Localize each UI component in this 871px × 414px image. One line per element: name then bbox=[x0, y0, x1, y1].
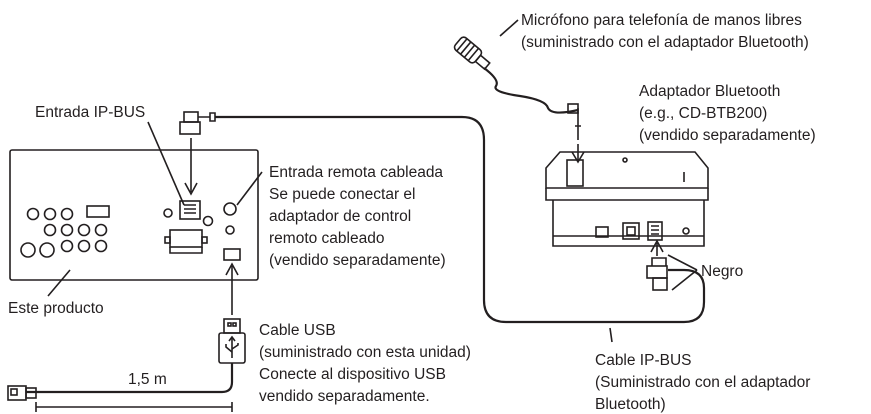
usb-cable-label-line2: (suministrado con esta unidad) bbox=[259, 344, 471, 361]
ipbus-cable bbox=[215, 115, 706, 324]
ipbus-connector-black bbox=[646, 257, 668, 291]
usb-cable-label-line4: vendido separadamente. bbox=[259, 388, 430, 405]
ipbus-cable-label-line3: Bluetooth) bbox=[595, 396, 666, 413]
head-unit-rear-panel bbox=[9, 149, 259, 281]
length-label: 1,5 m bbox=[128, 371, 167, 388]
microphone-cable bbox=[483, 67, 579, 114]
microphone bbox=[453, 36, 581, 140]
wired-remote-label-line4: remoto cableado bbox=[269, 230, 384, 247]
usb-cable-label-line3: Conecte al dispositivo USB bbox=[259, 366, 446, 383]
black-label: Negro bbox=[701, 263, 743, 280]
microphone-label-line2: (suministrado con el adaptador Bluetooth… bbox=[521, 34, 809, 51]
this-product-label: Este producto bbox=[8, 300, 104, 317]
usb-icon bbox=[225, 335, 239, 358]
ipbus-port bbox=[179, 200, 201, 220]
ipbus-plug bbox=[179, 111, 216, 135]
wired-remote-label-line1: Entrada remota cableada bbox=[269, 164, 443, 181]
wired-remote-label-line2: Se puede conectar el bbox=[269, 186, 416, 203]
bt-adapter-label-line2: (e.g., CD-BTB200) bbox=[639, 105, 767, 122]
head-unit-sockets bbox=[20, 202, 237, 258]
microphone-label-line1: Micrófono para telefonía de manos libres bbox=[521, 12, 802, 29]
usb-cable bbox=[26, 363, 234, 394]
wired-remote-label-line5: (vendido separadamente) bbox=[269, 252, 446, 269]
ipbus-input-label: Entrada IP-BUS bbox=[35, 104, 145, 121]
bluetooth-adapter bbox=[545, 151, 709, 247]
bt-adapter-label-line1: Adaptador Bluetooth bbox=[639, 83, 780, 100]
usb-extension-connector bbox=[7, 385, 37, 401]
ipbus-cable-label-line2: (Suministrado con el adaptador bbox=[595, 374, 810, 391]
bt-adapter-label-line3: (vendido separadamente) bbox=[639, 127, 816, 144]
leader-lines bbox=[47, 19, 698, 343]
usb-port bbox=[223, 248, 241, 261]
ipbus-cable-label-line1: Cable IP-BUS bbox=[595, 352, 691, 369]
usb-cable-label-line1: Cable USB bbox=[259, 322, 336, 339]
wired-remote-label-line3: adaptador de control bbox=[269, 208, 411, 225]
